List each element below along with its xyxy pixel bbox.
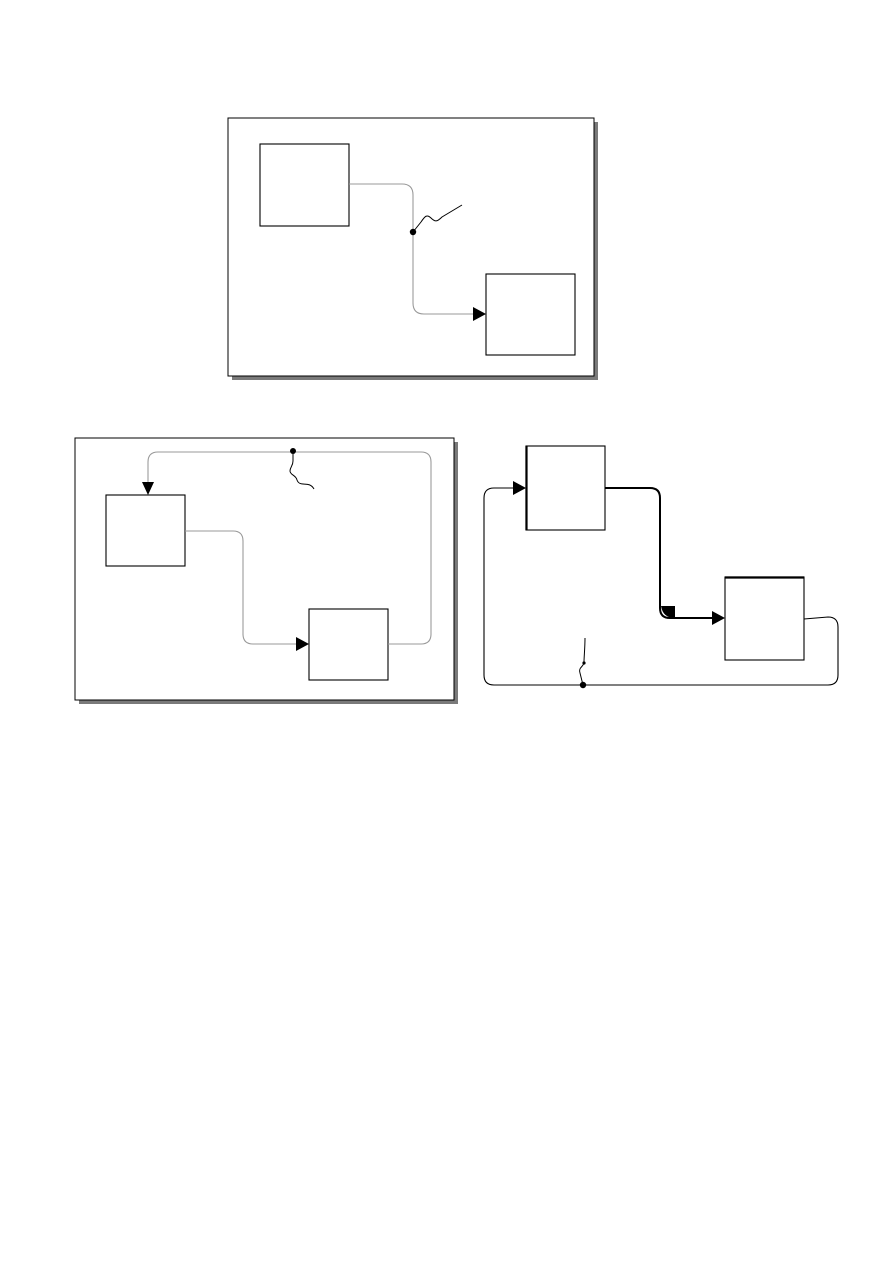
diagram-3-corner-marker xyxy=(661,606,675,618)
diagram-1-branch-label-squiggle xyxy=(412,204,463,233)
diagram-1-arrow-into-block-2 xyxy=(473,307,486,321)
diagram-3-arrow-into-block-2 xyxy=(712,611,725,625)
diagram-2-wire-block-2-to-block-1 xyxy=(147,451,432,645)
diagram-1-block-1[interactable] xyxy=(259,143,350,227)
diagram-3-wire-block-1-to-block-2 xyxy=(605,487,712,619)
diagram-3-wire-block-2-to-block-1 xyxy=(483,487,839,686)
diagram-1 xyxy=(227,117,598,380)
diagram-3-block-1[interactable] xyxy=(525,445,606,531)
diagram-1-block-2[interactable] xyxy=(485,273,576,356)
diagram-2-branch-label-squiggle xyxy=(289,451,315,490)
diagram-2-frame xyxy=(74,437,455,701)
diagram-2-wire-block-1-to-block-2 xyxy=(185,530,297,645)
diagram-2-arrow-into-block-1 xyxy=(142,482,154,495)
diagram-2-block-1[interactable] xyxy=(105,494,186,567)
diagram-2-block-2[interactable] xyxy=(308,608,389,681)
diagram-3-arrow-into-block-1 xyxy=(513,481,526,495)
diagram-3-block-2[interactable] xyxy=(724,576,805,661)
diagram-2 xyxy=(74,437,458,704)
diagram-2-arrow-into-block-2 xyxy=(296,637,309,651)
diagram-3 xyxy=(483,445,839,689)
diagram-3-squiggle-tick xyxy=(582,661,586,665)
diagram-1-wire-block-1-to-block-2 xyxy=(349,183,474,315)
